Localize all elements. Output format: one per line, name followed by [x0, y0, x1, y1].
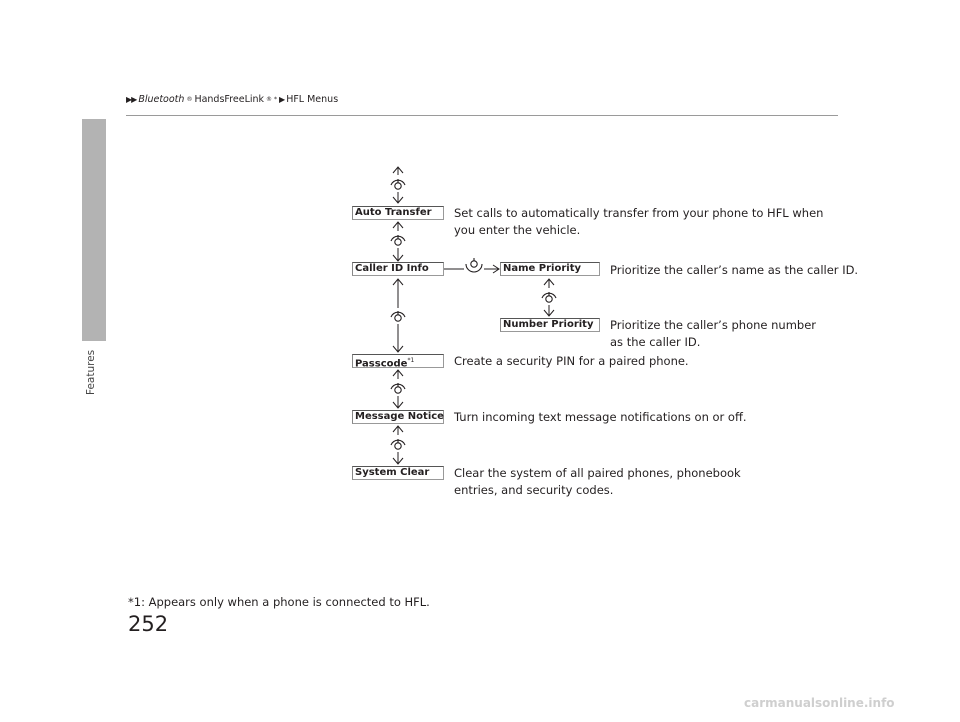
breadcrumb: ▶▶ Bluetooth® HandsFreeLink®* ▶ HFL Menu…	[126, 94, 339, 105]
footnote: *1: Appears only when a phone is connect…	[128, 595, 430, 609]
name-priority-description: Prioritize the caller’s name as the call…	[610, 263, 859, 277]
menu-item-auto-transfer: Auto Transfer	[352, 206, 444, 220]
menu-item-system-clear: System Clear	[352, 466, 444, 480]
selector-knob-icon	[390, 178, 406, 190]
menu-item-name-priority: Name Priority	[500, 262, 600, 276]
system-clear-description: Clear the system of all paired phones, p…	[454, 466, 741, 497]
watermark: carmanualsonline.info	[744, 696, 895, 710]
selector-knob-icon	[390, 310, 406, 322]
selector-knob-icon	[390, 234, 406, 246]
press-knob-icon	[465, 258, 483, 273]
breadcrumb-bluetooth: Bluetooth	[138, 94, 185, 105]
selector-knob-icon	[541, 291, 557, 303]
sidebar-tab	[82, 119, 106, 341]
breadcrumb-handsfreelink: HandsFreeLink	[194, 94, 265, 105]
menu-item-passcode: Passcode*1	[352, 354, 444, 369]
menu-item-message-notice: Message Notice	[352, 410, 444, 424]
auto-transfer-description: Set calls to automatically transfer from…	[454, 206, 824, 237]
breadcrumb-arrow-icon: ▶▶	[126, 95, 137, 104]
message-notice-description: Turn incoming text message notifications…	[454, 410, 747, 424]
breadcrumb-hfl-menus: HFL Menus	[286, 94, 339, 105]
passcode-description: Create a security PIN for a paired phone…	[454, 354, 689, 368]
breadcrumb-arrow-icon: ▶	[279, 95, 285, 104]
header-rule	[126, 115, 838, 116]
page-number: 252	[128, 612, 169, 636]
menu-item-number-priority: Number Priority	[500, 318, 600, 332]
selector-knob-icon	[390, 438, 406, 450]
number-priority-description: Prioritize the caller’s phone number as …	[610, 318, 817, 349]
selector-knob-icon	[390, 382, 406, 394]
menu-item-caller-id-info: Caller ID Info	[352, 262, 444, 276]
